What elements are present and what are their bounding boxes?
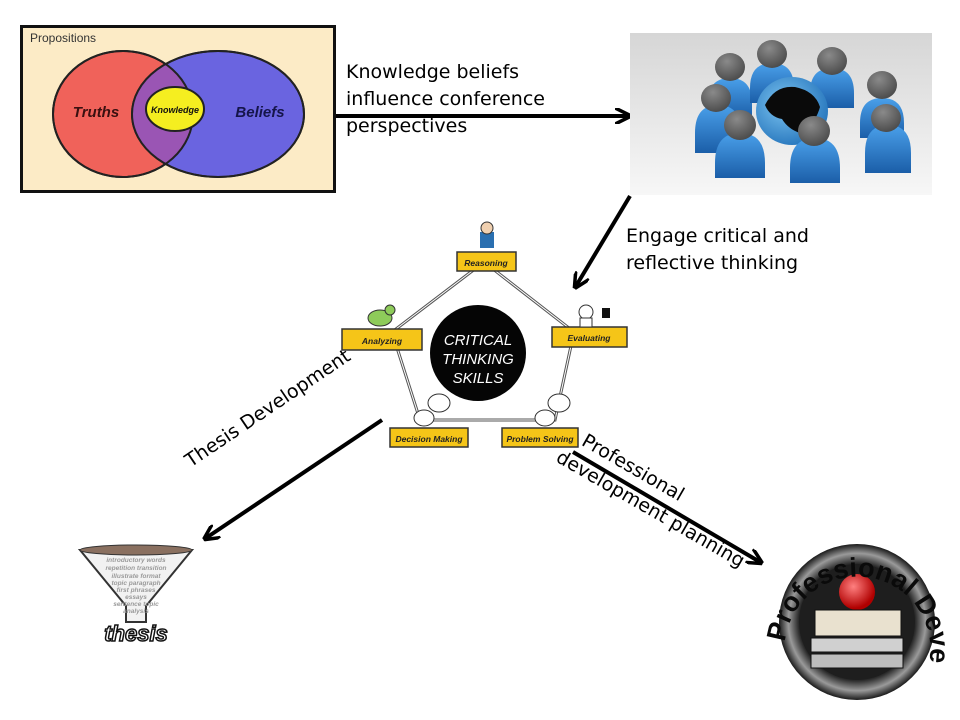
svg-text:Problem Solving: Problem Solving (506, 434, 574, 444)
arrow-conference-to-critical (576, 194, 632, 286)
lightbulb-thought-icon (534, 393, 571, 427)
center-line: THINKING (442, 351, 514, 368)
svg-text:Evaluating: Evaluating (568, 333, 612, 343)
center-line: CRITICAL (444, 332, 512, 349)
funnel-word: introductory words (106, 557, 166, 564)
venn-frame-label: Propositions (30, 31, 96, 45)
node-reasoning: Reasoning (456, 221, 517, 272)
magnifier-person-icon (367, 304, 396, 327)
funnel-word: analysis (123, 608, 149, 615)
thesis-label: thesis (104, 621, 168, 646)
node-evaluating: Evaluating (551, 304, 628, 348)
funnel-word: first phrases (116, 587, 155, 594)
funnel-word: topic paragraph (111, 580, 160, 587)
evaluating-person-icon (578, 304, 610, 328)
knowledge-circle (145, 86, 205, 132)
caption-line: influence conference (346, 88, 545, 110)
caption-line: Knowledge beliefs (346, 61, 520, 83)
person-icon (715, 110, 765, 178)
caption-line: perspectives (346, 115, 468, 137)
arrow-to-thesis (206, 418, 384, 538)
node-decision-making: Decision Making (389, 393, 469, 448)
center-line: SKILLS (453, 370, 504, 387)
node-problem-solving: Problem Solving (501, 393, 579, 448)
lightbulb-thought-icon (413, 393, 451, 427)
node-analyzing: Analyzing (341, 304, 423, 351)
funnel-word: essays (125, 594, 147, 601)
critical-thinking-diagram: CRITICAL THINKING SKILLS Reasoning Evalu… (341, 221, 628, 448)
apple-icon (839, 574, 875, 610)
caption-line: Engage critical and (626, 225, 809, 247)
venn-diagram: Propositions Knowledge Truths Beliefs (20, 25, 336, 193)
funnel-word: repetition transition (105, 565, 166, 572)
funnel-word: sentence topic (113, 601, 159, 608)
overlap-region (132, 51, 193, 177)
knowledge-label: Knowledge (151, 105, 199, 115)
right-arrow-caption: Engage critical and reflective thinking (626, 223, 809, 277)
svg-text:Decision Making: Decision Making (395, 434, 463, 444)
svg-text:Reasoning: Reasoning (464, 258, 508, 268)
truths-label: Truths (73, 104, 119, 121)
svg-text:Analyzing: Analyzing (361, 336, 403, 346)
arrow-to-professional-development (571, 450, 760, 562)
books-icon (810, 609, 904, 669)
beliefs-label: Beliefs (235, 104, 284, 121)
funnel-word: illustrate format (111, 573, 161, 580)
conference-image (630, 33, 932, 195)
professional-development-badge: Professional Development (745, 492, 955, 700)
person-icon (865, 104, 911, 173)
top-arrow-caption: Knowledge beliefs influence conference p… (346, 59, 545, 140)
critical-thinking-center (430, 305, 526, 401)
person-icon (790, 116, 840, 183)
thinking-person-icon (480, 221, 494, 248)
caption-line: reflective thinking (626, 252, 799, 274)
thesis-funnel-image: introductory words repetition transition… (77, 544, 195, 647)
